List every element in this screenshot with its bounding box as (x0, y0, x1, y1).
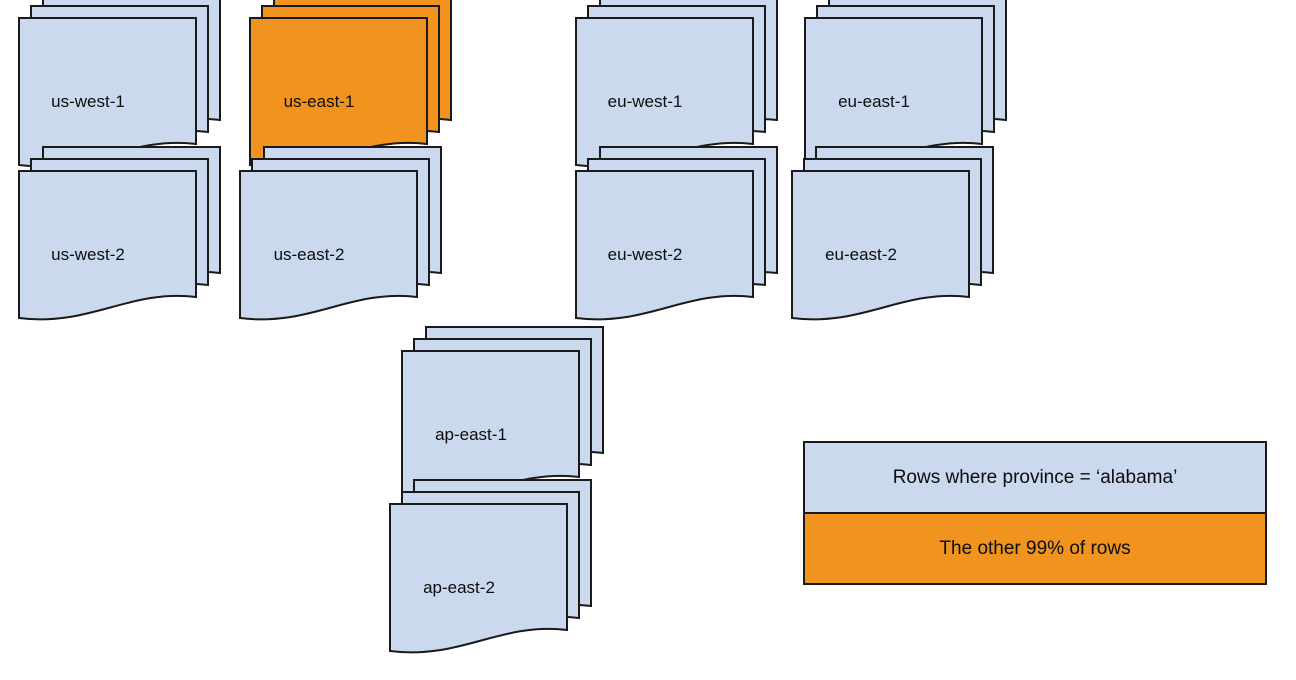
data-stack-us-east-1[interactable] (246, 0, 455, 170)
data-sheet-front (239, 170, 418, 321)
data-stack-shape (389, 479, 592, 654)
legend-label-orange: The other 99% of rows (939, 537, 1131, 559)
data-stack-shape (401, 326, 604, 501)
data-stack-eu-east-2[interactable] (788, 143, 997, 323)
data-stack-eu-west-2[interactable] (572, 143, 781, 323)
data-stack-shape (249, 0, 452, 168)
data-sheet-front (389, 503, 568, 654)
data-stack-ap-east-2[interactable] (386, 476, 595, 656)
data-stack-us-west-2[interactable] (15, 143, 224, 323)
data-stack-shape (791, 146, 994, 321)
data-stack-eu-east-1[interactable] (801, 0, 1010, 170)
data-sheet-front (575, 170, 754, 321)
data-sheet-front (18, 170, 197, 321)
data-stack-shape (804, 0, 1007, 168)
data-stack-shape (575, 146, 778, 321)
data-stack-shape (18, 146, 221, 321)
legend-row-orange: The other 99% of rows (805, 514, 1265, 583)
data-stack-us-east-2[interactable] (236, 143, 445, 323)
legend: Rows where province = ‘alabama’ The othe… (803, 441, 1267, 585)
data-sheet-front (791, 170, 970, 321)
legend-label-blue: Rows where province = ‘alabama’ (892, 466, 1178, 488)
data-stack-shape (239, 146, 442, 321)
data-stack-ap-east-1[interactable] (398, 323, 607, 503)
legend-row-blue: Rows where province = ‘alabama’ (805, 443, 1265, 514)
